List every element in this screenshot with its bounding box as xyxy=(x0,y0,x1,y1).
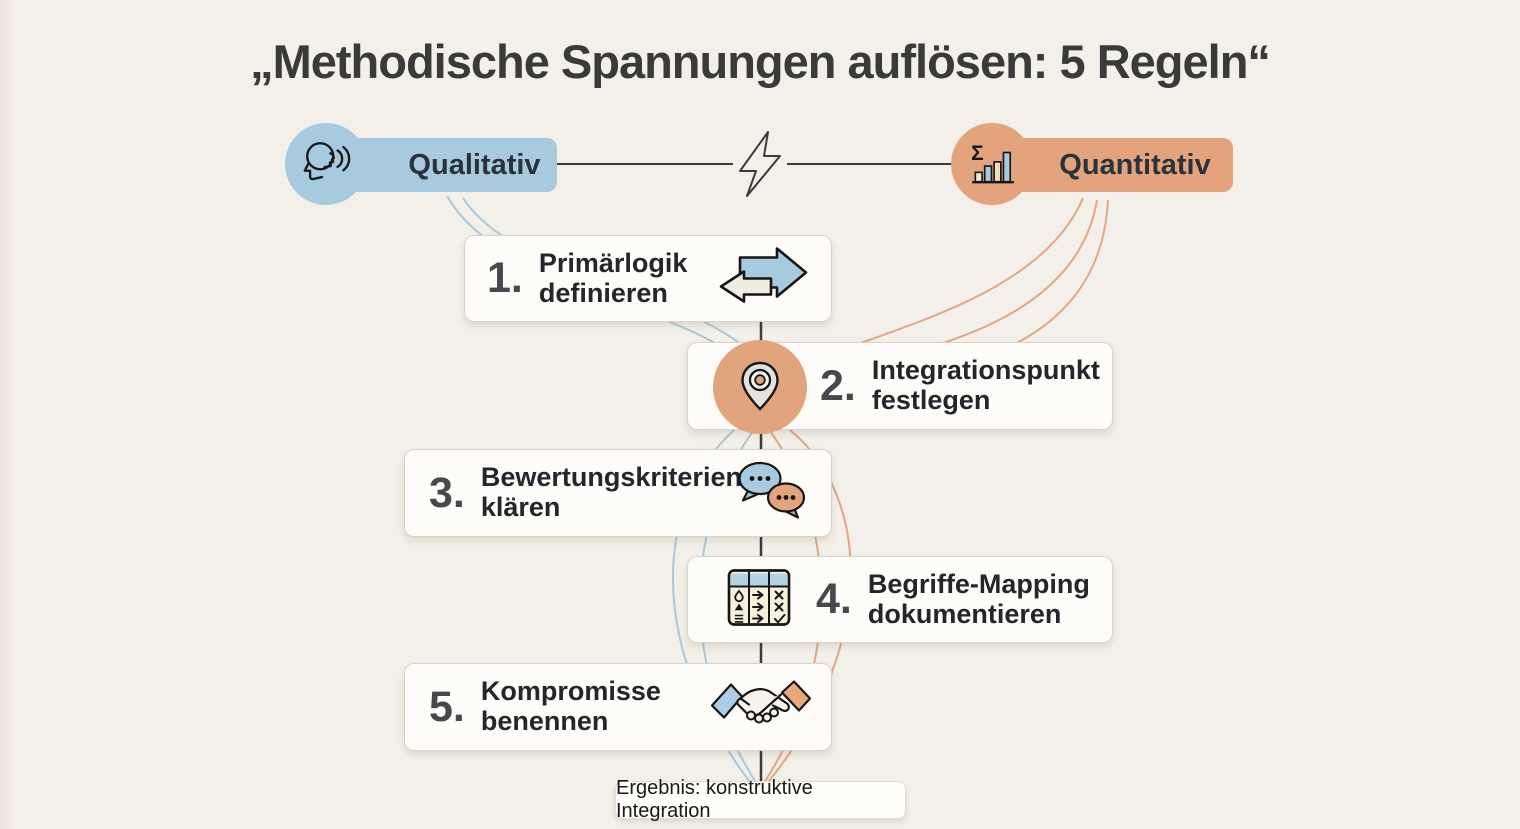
step-title: Integrationspunkt festlegen xyxy=(871,355,1100,415)
step-number: 3. xyxy=(429,468,465,517)
qualitative-label: Qualitativ xyxy=(408,148,541,181)
step-title: Bewertungskriterien klären xyxy=(480,462,742,522)
step-number: 5. xyxy=(429,682,465,731)
page-title: „Methodische Spannungen auflösen: 5 Rege… xyxy=(250,35,1271,88)
step-number: 2. xyxy=(820,361,856,410)
integration-point-circle xyxy=(713,340,807,434)
sigma-bar-chart-icon: Σ xyxy=(971,142,1014,184)
lightning-icon xyxy=(739,131,781,197)
handshake-icon xyxy=(709,672,813,743)
svg-text:Σ: Σ xyxy=(971,142,984,165)
step-number: 1. xyxy=(487,254,523,302)
quantitative-label: Quantitativ xyxy=(1059,148,1211,181)
step-number: 4. xyxy=(816,575,852,623)
step-title: Primärlogik definieren xyxy=(538,247,688,308)
result-label-text: Ergebnis: konstruktive Integration xyxy=(616,777,813,822)
step-card-2: 2. Integrationspunkt festlegen xyxy=(687,340,1113,434)
double-arrows-icon xyxy=(713,244,813,313)
qualitative-icon-circle xyxy=(285,123,367,205)
step-card-5: 5. Kompromisse benennen xyxy=(404,663,832,751)
step-card-4: 4. Begriffe-Mapping dokumentieren xyxy=(687,556,1113,643)
mapping-table-icon xyxy=(726,566,792,633)
step-title: Begriffe-Mapping dokumentieren xyxy=(867,568,1090,629)
step-card-1: 1. Primärlogik definieren xyxy=(464,235,832,322)
step-title: Kompromisse benennen xyxy=(480,676,661,736)
speech-bubbles-icon xyxy=(733,459,813,528)
location-pin-icon xyxy=(741,361,779,411)
step-card-3: 3. Bewertungskriterien klären xyxy=(404,449,832,537)
result-badge: Ergebnis: konstruktive Integration xyxy=(615,777,906,822)
quantitative-icon-circle: Σ xyxy=(951,123,1033,205)
speaking-head-icon xyxy=(303,142,351,181)
